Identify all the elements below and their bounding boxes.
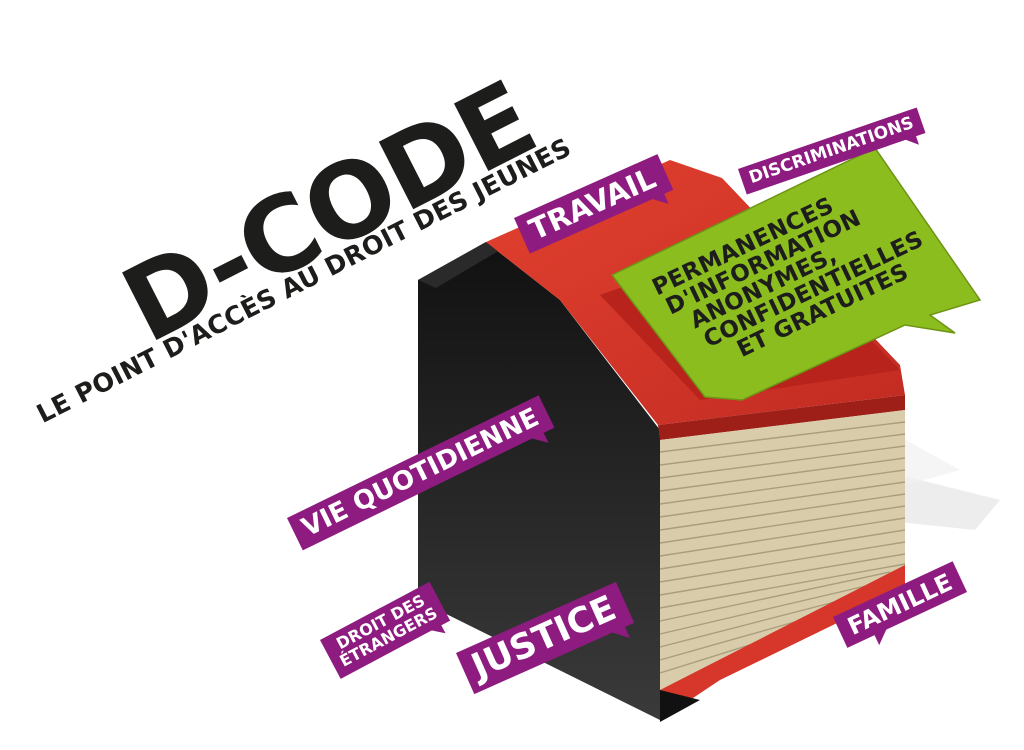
ground-shadow	[880, 470, 1000, 530]
book-bottom-cover	[660, 565, 905, 700]
